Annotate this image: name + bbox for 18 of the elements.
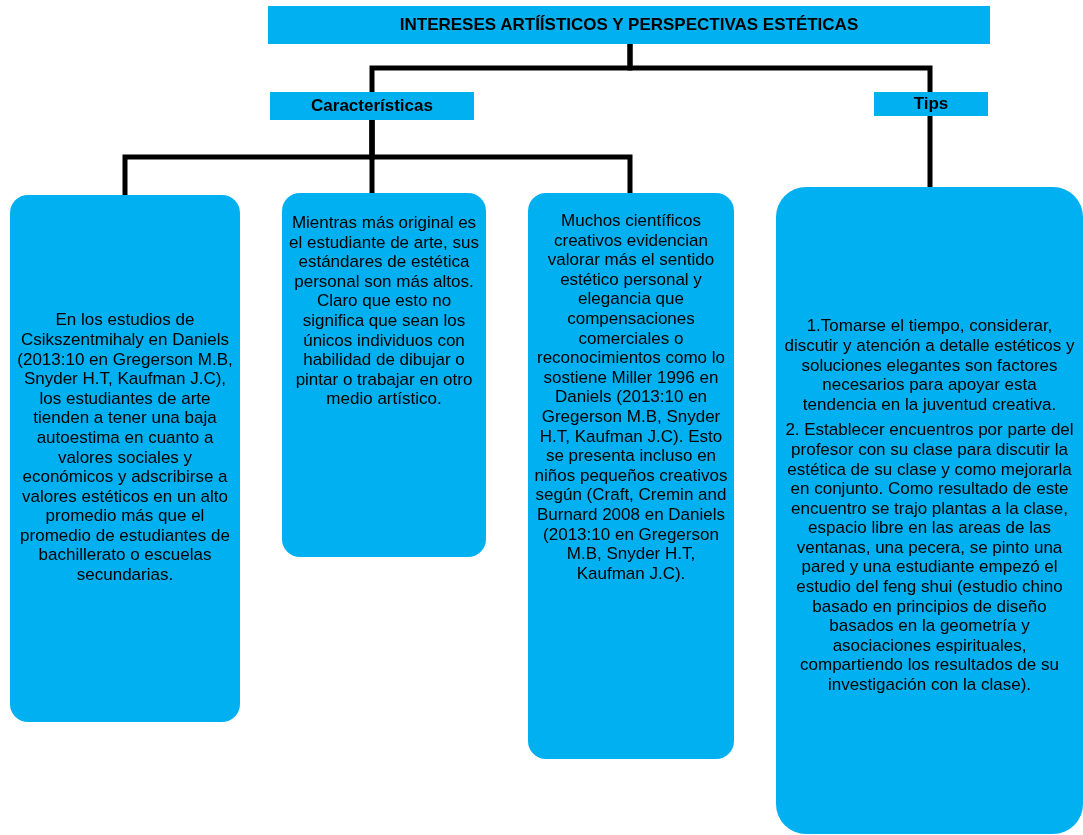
heading: Características [311,96,433,116]
paragraph: Mientras más original es el estudiante de arte, sus estándares de estética personal son más altos. Claro que esto no significa que sean los únicos individuos con habilidad de dibujar o pintar o trabajar en otro medio artístico. [288,213,480,409]
category-box [270,92,474,120]
connector-line [927,116,933,187]
paragraph: 2. Establecer encuentros por parte del profesor con su clase para discutir la estética de su clase y como mejorarla en conjunto. Como resultado de este encuentro se trajo plantas a la clase, espacio libre en las areas de las ventanas, una pecera, se pinto una pared y una estudiante empezó el estudio del feng shui (estudio chino basado en principios de diseño basados en la geometría y asociaciones espirituales, compartiendo los resultados de su investigación con la clase). [784,420,1075,695]
paragraph: Muchos científicos creativos evidencian valorar más el sentido estético personal y elegancia que compensaciones comerciales o reconocimientos como lo sostiene Miller 1996 en Daniels (2013:10 en Gregerson M.B, Snyder H.T, Kaufman J.C). Esto se presenta incluso en niños pequeños creativos según (Craft, Cremin and Burnard 2008 en Daniels (2013:10 en Gregerson M.B, Snyder H.T, Kaufman J.C). [534,211,728,584]
text-card [10,195,240,722]
connector-line [369,120,633,193]
paragraph: En los estudios de Csikszentmihaly en Daniels (2013:10 en Gregerson M.B, Snyder H.T, Kaufman J.C), los estudiantes de arte tienden a tener una baja autoestima en cuanto a valores sociales y económicos y adscribirse a valores estéticos en un alto promedio más que el promedio de estudiantes de bachillerato o escuelas secundarias. [16,310,234,585]
category-box [874,92,988,116]
connector-line [627,44,933,92]
text-card [776,187,1083,834]
text-card [282,193,486,557]
heading: Tips [913,94,949,114]
heading: INTERESES ARTÍÍSTICOS Y PERSPECTIVAS ESTÉTICAS [399,15,859,35]
text-card [528,193,734,759]
title-box [268,6,990,44]
paragraph: 1.Tomarse el tiempo, considerar, discutir y atención a detalle estéticos y soluciones elegantes son factores necesarios para apoyar esta tendencia en la juventud creativa. [784,316,1075,415]
